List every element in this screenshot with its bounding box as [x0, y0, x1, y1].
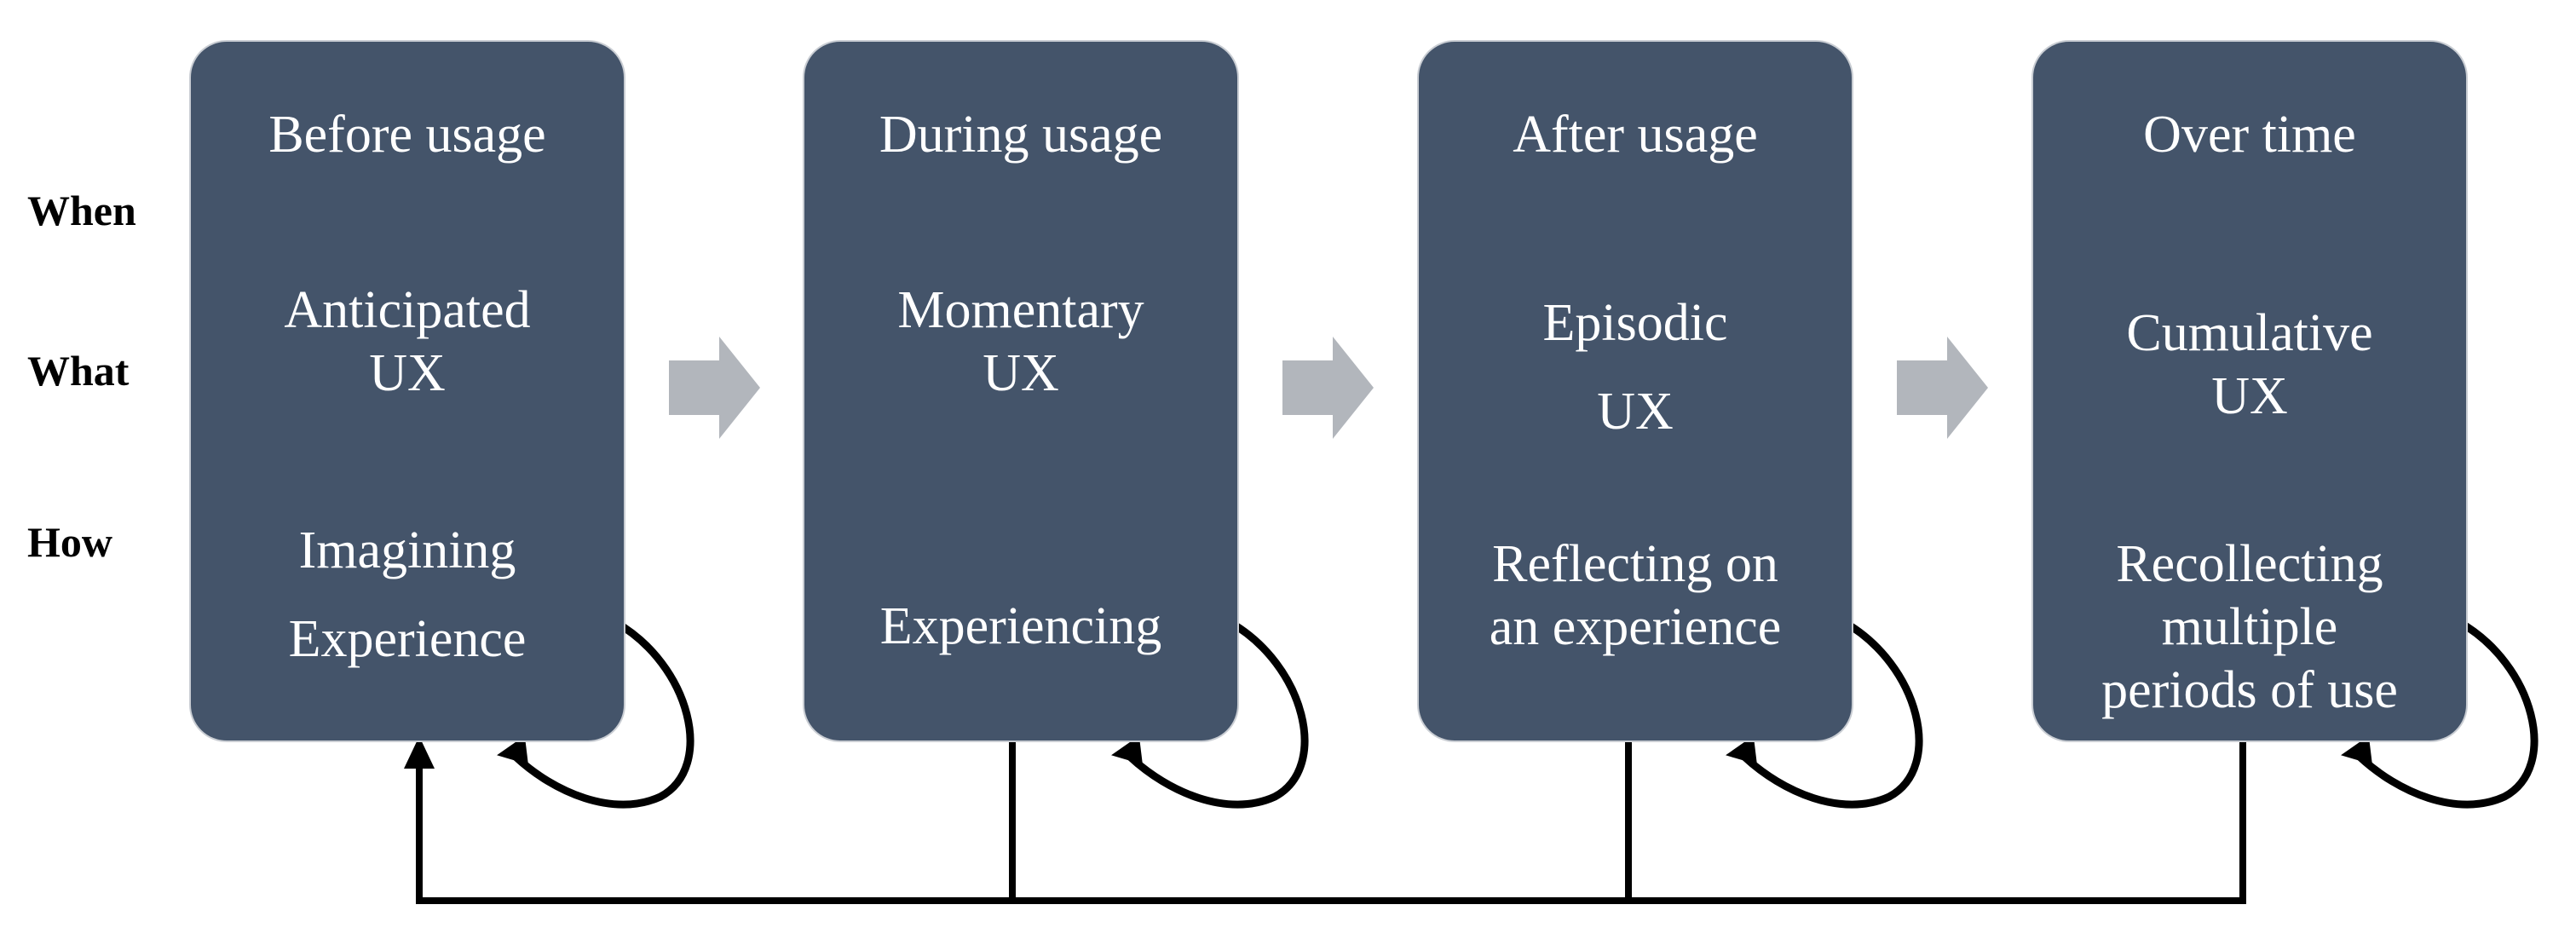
stage-box-during-usage: During usage Momentary UX Experiencing [803, 40, 1239, 742]
stage-what-text: Cumulative UX [2126, 304, 2373, 425]
stage-when-text: Before usage [268, 106, 546, 164]
stage-box-before-usage: Before usage Anticipated UX Imagining Ex… [189, 40, 625, 742]
stage-what-text: Episodic UX [1542, 294, 1728, 441]
self-loop-arrow-2 [1111, 619, 1309, 809]
feedback-arrowhead [404, 736, 435, 769]
flow-arrow-2-3 [1282, 337, 1374, 439]
stage-how-text: Recollecting multiple periods of use [2101, 535, 2398, 719]
stage-what-text: Momentary UX [897, 281, 1144, 402]
row-label-when: When [27, 187, 136, 234]
stage-box-after-usage: After usage Episodic UX Reflecting on an… [1417, 40, 1853, 742]
row-label-what: What [27, 347, 130, 395]
self-loop-arrow-1 [497, 619, 694, 809]
stage-when-text: During usage [879, 106, 1163, 164]
self-loop-arrow-3 [1726, 619, 1923, 809]
stage-how-text: Reflecting on an experience [1489, 535, 1782, 656]
stage-when-text: Over time [2143, 106, 2356, 164]
feedback-connector [404, 736, 2246, 904]
flow-arrow-3-4 [1897, 337, 1988, 439]
stage-what-text: Anticipated UX [284, 281, 531, 402]
self-loop-arrow-4 [2341, 619, 2539, 809]
row-label-how: How [27, 518, 112, 566]
stage-when-text: After usage [1513, 106, 1758, 164]
stage-how-text: Experiencing [879, 597, 1162, 655]
stage-box-over-time: Over time Cumulative UX Recollecting mul… [2031, 40, 2468, 742]
flow-arrow-1-2 [669, 337, 760, 439]
stage-how-text: Imagining Experience [288, 521, 527, 668]
